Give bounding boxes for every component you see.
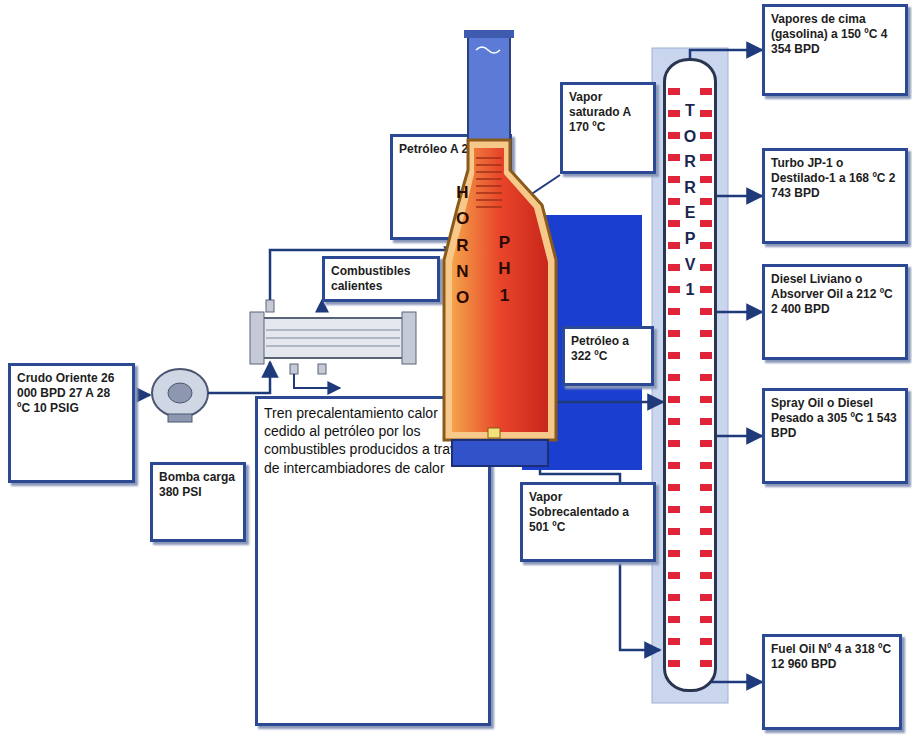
flow-connector bbox=[556, 401, 663, 404]
label-box: Vapores de cima (gasolina) a 150 ºC 4 35… bbox=[762, 4, 908, 96]
box-text: Bomba carga 380 PSI bbox=[159, 470, 237, 500]
flow-connector bbox=[690, 50, 762, 58]
box-text: Spray Oil o Diesel Pesado a 305 ºC 1 543… bbox=[771, 396, 899, 441]
label-box: Fuel Oil Nº 4 a 318 ºC 12 960 BPD bbox=[762, 634, 902, 730]
distillation-tower: TORRE PV1 bbox=[663, 58, 717, 692]
box-text: Fuel Oil Nº 4 a 318 ºC 12 960 BPD bbox=[771, 642, 893, 672]
label-box: Turbo JP-1 o Destilado-1 a 168 ºC 2 743 … bbox=[762, 148, 908, 244]
heat-exchanger bbox=[250, 300, 416, 374]
label-box: Petróleo a 322 ºC bbox=[562, 326, 654, 386]
crude-line bbox=[135, 394, 150, 397]
box-text: Turbo JP-1 o Destilado-1 a 168 ºC 2 743 … bbox=[771, 156, 899, 201]
flow-connector bbox=[717, 435, 762, 438]
tower-label: TORRE PV1 bbox=[682, 98, 698, 303]
fuel-outlet-line bbox=[294, 374, 340, 388]
box-text: Petróleo a 322 ºC bbox=[571, 334, 645, 364]
label-box: Vapor Sobrecalentado a 501 ºC bbox=[520, 482, 656, 562]
box-text: Vapor saturado A 170 ºC bbox=[569, 90, 647, 135]
label-box: Bomba carga 380 PSI bbox=[150, 462, 246, 542]
flow-connector bbox=[717, 311, 762, 314]
label-box: Spray Oil o Diesel Pesado a 305 ºC 1 543… bbox=[762, 388, 908, 484]
furnace-id: PH1 bbox=[496, 230, 513, 309]
pump-outlet-line bbox=[208, 362, 270, 393]
box-text: Diesel Liviano o Absorver Oil a 212 ºC 2… bbox=[771, 272, 899, 317]
label-box: Combustibles calientes bbox=[322, 256, 440, 302]
box-text: Vapores de cima (gasolina) a 150 ºC 4 35… bbox=[771, 12, 899, 57]
tower-frame bbox=[652, 48, 728, 703]
box-text: Combustibles calientes bbox=[331, 264, 431, 294]
flow-connector bbox=[717, 195, 762, 198]
label-box: Vapor saturado A 170 ºC bbox=[560, 82, 656, 174]
furnace-label: HORNO bbox=[454, 180, 471, 312]
label-box: Crudo Oriente 26 000 BPD 27 A 28 ºC 10 P… bbox=[8, 363, 135, 483]
pump-symbol bbox=[152, 369, 208, 422]
box-text: Crudo Oriente 26 000 BPD 27 A 28 ºC 10 P… bbox=[17, 371, 126, 416]
furnace: HORNO PH1 bbox=[438, 30, 562, 470]
box-text: Vapor Sobrecalentado a 501 ºC bbox=[529, 490, 647, 535]
label-box: Diesel Liviano o Absorver Oil a 212 ºC 2… bbox=[762, 264, 908, 360]
